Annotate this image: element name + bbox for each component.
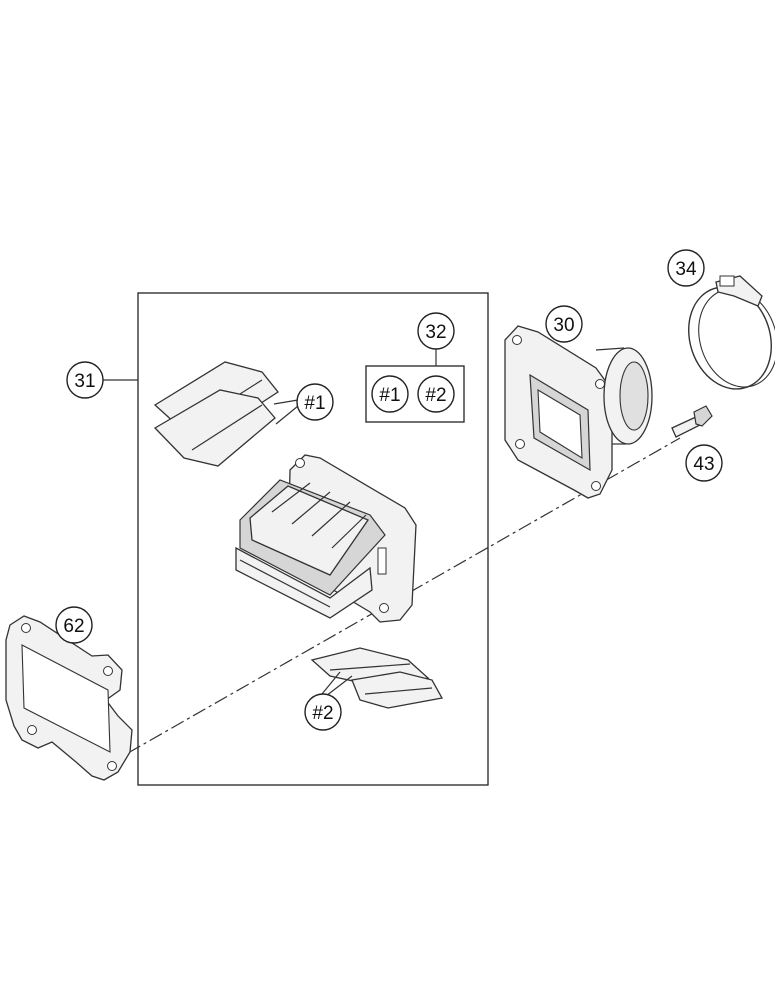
reed-valve-block <box>235 454 417 623</box>
svg-text:#1: #1 <box>304 393 325 414</box>
callout-31[interactable]: 31 <box>66 361 104 399</box>
callout-ref2-petals[interactable]: #2 <box>304 693 342 731</box>
leader-ref1 <box>273 399 299 405</box>
leader-ref2b <box>325 675 353 697</box>
callout-30[interactable]: 30 <box>545 305 583 343</box>
svg-text:62: 62 <box>63 616 84 637</box>
callout-43[interactable]: 43 <box>685 444 723 482</box>
callout-62[interactable]: 62 <box>55 606 93 644</box>
leader-ref2 <box>321 671 341 695</box>
svg-text:34: 34 <box>675 259 697 280</box>
callout-ref2-kit[interactable]: #2 <box>417 375 455 413</box>
hose-clamp-34 <box>688 275 775 390</box>
reed-petal-set-1 <box>153 361 279 467</box>
svg-text:43: 43 <box>693 454 714 475</box>
screw-43 <box>671 405 713 438</box>
svg-text:32: 32 <box>425 322 446 343</box>
svg-text:30: 30 <box>553 315 574 336</box>
assembly-31-frame <box>137 292 489 786</box>
leader-ref1b <box>275 405 299 425</box>
callout-32[interactable]: 32 <box>417 312 455 350</box>
callout-34[interactable]: 34 <box>667 249 705 287</box>
gasket-62 <box>5 615 133 781</box>
callout-ref1-kit[interactable]: #1 <box>371 375 409 413</box>
intake-flange-30 <box>504 325 653 499</box>
svg-text:#2: #2 <box>312 703 333 724</box>
reed-petal-set-2 <box>310 647 444 709</box>
svg-text:#2: #2 <box>425 385 446 406</box>
svg-text:31: 31 <box>74 371 95 392</box>
callout-ref1-petals[interactable]: #1 <box>296 383 334 421</box>
kit-32-box <box>365 365 465 423</box>
svg-text:#1: #1 <box>379 385 400 406</box>
